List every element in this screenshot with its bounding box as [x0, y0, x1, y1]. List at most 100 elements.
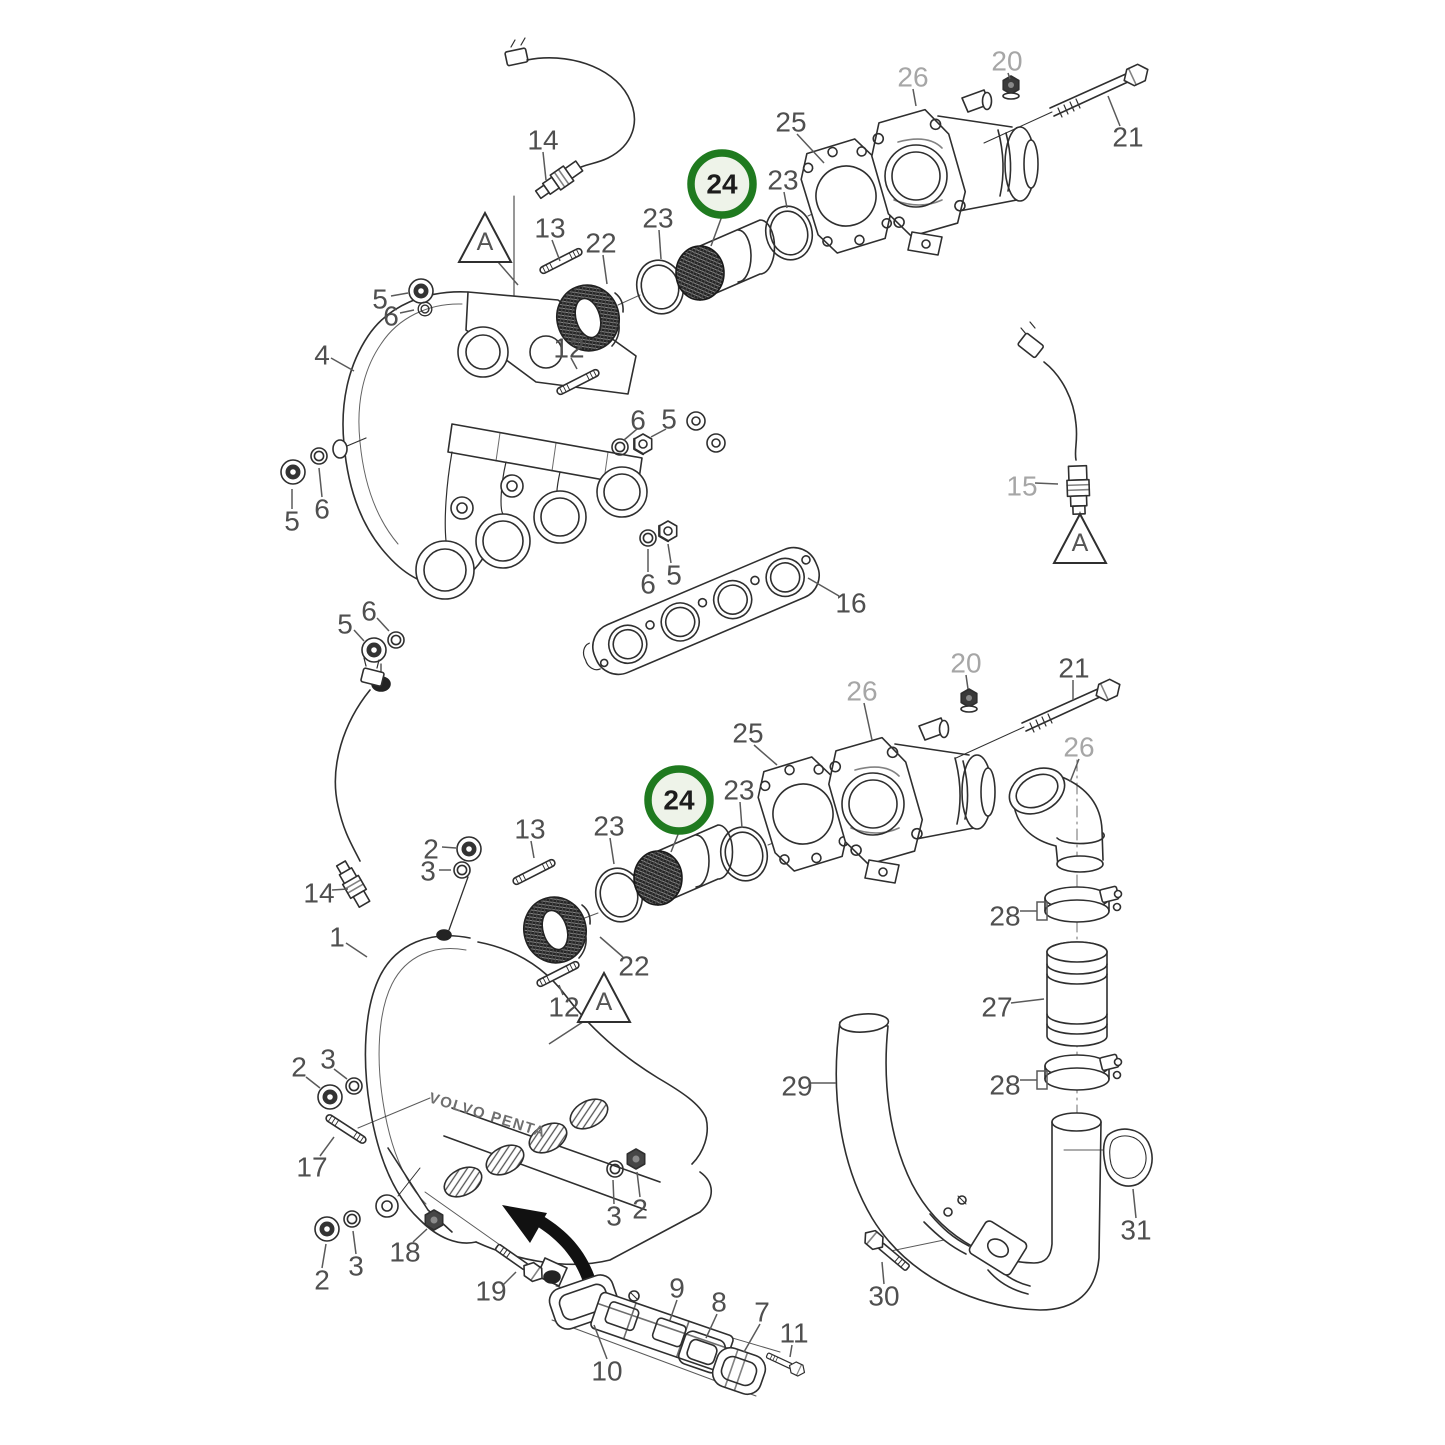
- part-label-8-53: 8: [711, 1287, 727, 1318]
- leader-line-12-37: [558, 984, 564, 996]
- leader-line-14-0: [542, 151, 547, 181]
- part-label-6-21: 6: [361, 596, 377, 627]
- bolt-21-bottom: [955, 675, 1125, 759]
- nut-2-bottom-d: [626, 1148, 646, 1170]
- washer-3-bottom-b: [345, 1077, 363, 1095]
- part-label-31-58: 31: [1120, 1215, 1151, 1246]
- part-label-2-46: 2: [314, 1265, 330, 1296]
- leader-line-15-23: [1034, 482, 1059, 485]
- leader-line-31-58: [1132, 1188, 1137, 1219]
- part-label-13-31: 13: [514, 814, 545, 845]
- warning-triangle-letter-0: A: [477, 228, 494, 256]
- part-label-12-37: 12: [548, 992, 579, 1023]
- part-label-5-15: 5: [661, 404, 677, 435]
- part-label-2-51: 2: [632, 1194, 648, 1225]
- cap-5-top-e: [361, 637, 387, 663]
- part-label-23-30: 23: [593, 811, 624, 842]
- cap-2-bottom-b: [317, 1084, 343, 1110]
- part-label-3-33: 3: [420, 856, 436, 887]
- leader-line-21-9: [1107, 95, 1121, 127]
- part-label-23-28: 23: [723, 775, 754, 806]
- gasket-31: [1102, 1128, 1153, 1187]
- clamp-28-upper: [1044, 885, 1123, 923]
- highlight-circle-24: [687, 149, 757, 219]
- part-label-5-10: 5: [372, 284, 388, 315]
- part-label-9-52: 9: [669, 1273, 685, 1304]
- stud-13-top: [538, 246, 584, 276]
- leader-line-27-40: [1010, 998, 1045, 1004]
- cap-2-bottom-a: [456, 836, 482, 862]
- part-label-1-35: 1: [329, 922, 345, 953]
- leader-line-18-48: [412, 1228, 428, 1243]
- bottom-exploded-view: VOLVO PENTA: [314, 657, 1153, 1397]
- part-label-5-17: 5: [284, 506, 300, 537]
- leader-line-4-12: [330, 357, 355, 372]
- leader-line-9-52: [669, 1299, 678, 1321]
- leader-line-30-57: [881, 1261, 885, 1285]
- part-label-17-45: 17: [296, 1152, 327, 1183]
- warning-triangle-icon: [457, 210, 513, 263]
- part-label-10-56: 10: [591, 1356, 622, 1387]
- leader-line-26-7: [912, 88, 917, 107]
- part-label-30-57: 30: [868, 1281, 899, 1312]
- leader-line-20-24: [965, 674, 969, 690]
- part-label-13-1: 13: [534, 213, 565, 244]
- part-label-11-55: 11: [779, 1318, 808, 1349]
- part-label-3-44: 3: [320, 1044, 336, 1075]
- clamp-28-lower: [1044, 1053, 1123, 1091]
- washer-6-top-e: [387, 631, 405, 649]
- part-label-14-0: 14: [527, 125, 558, 156]
- leader-line-23-5: [783, 191, 788, 209]
- part-label-6-16: 6: [314, 494, 330, 525]
- leader-line-2-43: [305, 1076, 321, 1089]
- part-label-2-32: 2: [423, 834, 439, 865]
- leader-line-3-50: [612, 1179, 615, 1205]
- housing-26-top: [862, 89, 1039, 256]
- part-label-23-3: 23: [642, 203, 673, 234]
- stud-12-bottom: [535, 959, 581, 989]
- leader-line-11-55: [789, 1344, 793, 1358]
- washer-3-bottom-c: [343, 1210, 361, 1228]
- leader-line-1-35: [345, 942, 368, 958]
- leader-line-17-45: [319, 1136, 335, 1157]
- part-label-21-25: 21: [1058, 653, 1089, 684]
- leader-line-12-13: [570, 357, 578, 370]
- part-label-26-38: 26: [1063, 732, 1094, 763]
- part-label-7-54: 7: [754, 1297, 770, 1328]
- part-label-26-26: 26: [846, 676, 877, 707]
- part-label-6-18: 6: [640, 569, 656, 600]
- leader-line-25-27: [753, 744, 778, 766]
- part-label-19-49: 19: [475, 1276, 506, 1307]
- leader-line-23-3: [658, 229, 662, 260]
- leader-line-26-38: [1069, 758, 1080, 783]
- leader-line-22-36: [599, 936, 624, 958]
- leader-line-23-30: [609, 837, 615, 865]
- washer-6-top-c: [611, 438, 629, 456]
- part-label-3-50: 3: [606, 1201, 622, 1232]
- leader-line-20-8: [1007, 72, 1011, 80]
- part-label-23-5: 23: [767, 165, 798, 196]
- part-label-25-27: 25: [732, 718, 763, 749]
- bolt-11: [763, 1349, 808, 1379]
- part-label-28-41: 28: [989, 1070, 1020, 1101]
- part-label-22-36: 22: [618, 951, 649, 982]
- leader-line-23-28: [739, 801, 743, 829]
- leader-line-6-14: [623, 428, 638, 441]
- catalyst-24-bottom: [633, 824, 734, 906]
- end-cap-7: [711, 1346, 767, 1396]
- part-label-20-8: 20: [991, 46, 1022, 77]
- leader-line-2-46: [321, 1243, 327, 1269]
- part-label-6-11: 6: [383, 301, 399, 332]
- cap-5-top-a: [408, 278, 434, 304]
- stud-13-bottom: [511, 857, 557, 887]
- manifold-1: VOLVO PENTA: [357, 876, 713, 1287]
- part-label-29-42: 29: [781, 1071, 812, 1102]
- part-label-16-22: 16: [835, 588, 866, 619]
- leader-line-22-2: [602, 254, 608, 285]
- leader-bracket-28-39: [1036, 901, 1048, 921]
- leader-line-8-53: [705, 1313, 718, 1339]
- warning-triangle-icon: [1052, 511, 1108, 564]
- leader-bracket-28-41: [1036, 1070, 1048, 1090]
- leader-line-2-51: [636, 1171, 641, 1198]
